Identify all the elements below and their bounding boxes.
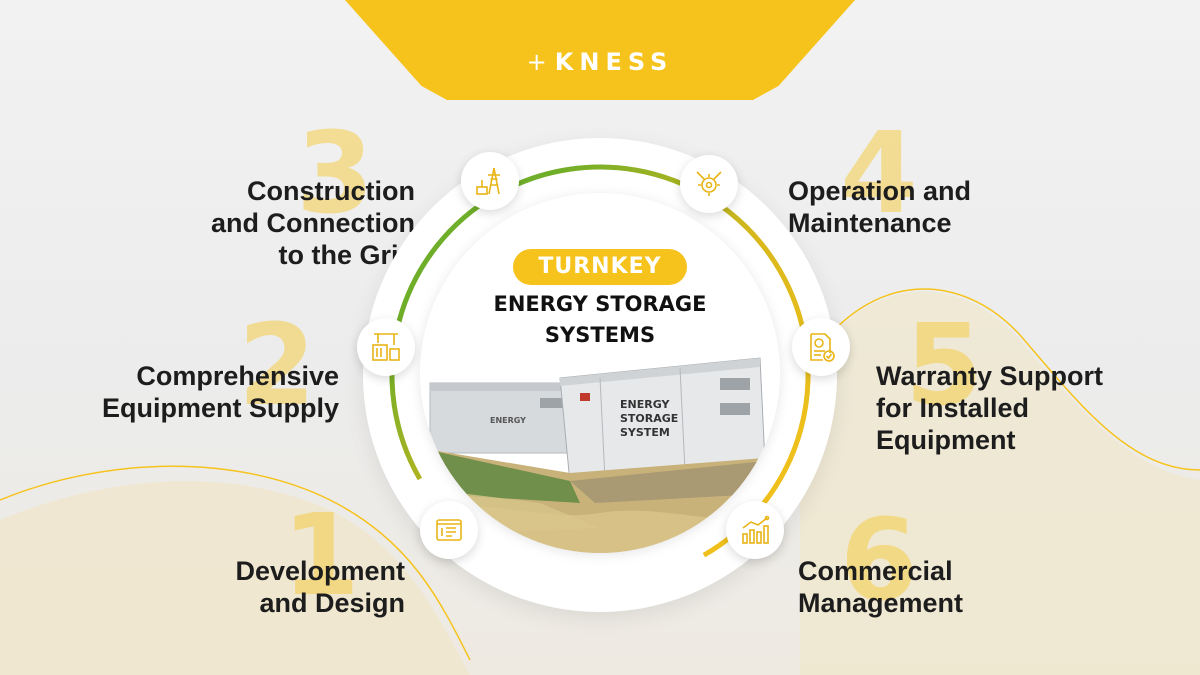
node-construction [461, 152, 519, 210]
turnkey-badge: TURNKEY [513, 249, 687, 285]
step-label-development: Development and Design [235, 555, 405, 619]
node-warranty [792, 318, 850, 376]
logo-cross-icon: + [526, 48, 553, 76]
step-label-line: Equipment [876, 425, 1016, 455]
step-label-operation: Operation and Maintenance [788, 175, 971, 239]
step-number-4: 4 [840, 109, 918, 239]
step-label-line: Operation and [788, 176, 972, 206]
node-development [420, 501, 478, 559]
growth-chart-icon [742, 515, 770, 544]
wrench-gear-icon [696, 171, 722, 196]
node-equipment-supply [357, 318, 415, 376]
power-tower-icon [476, 167, 500, 195]
center-title: ENERGY STORAGE SYSTEMS [450, 289, 750, 351]
blueprint-icon [436, 519, 462, 541]
step-label-line: for Installed [876, 393, 1030, 423]
step-label-equipment-supply: Comprehensive Equipment Supply [102, 360, 339, 424]
step-label-line: Development [235, 556, 405, 586]
step-label-line: Commercial [798, 556, 953, 586]
step-label-line: Comprehensive [136, 361, 339, 391]
center-title-line: ENERGY STORAGE [493, 292, 707, 316]
back-container-label: ENERGY [490, 416, 526, 425]
step-label-line: Construction [247, 176, 415, 206]
container-label-line2: STORAGE [620, 412, 678, 425]
step-label-commercial: Commercial Management [798, 555, 963, 619]
step-number-3: 3 [296, 109, 374, 239]
center-title-line: SYSTEMS [544, 323, 656, 347]
top-banner [345, 0, 855, 100]
step-label-line: and Connection [211, 208, 415, 238]
step-number-1: 1 [282, 491, 360, 621]
brand-logo: +KNESS [0, 48, 1200, 76]
certificate-icon [810, 333, 835, 362]
container-label-line3: SYSTEM [620, 426, 670, 439]
step-number-5: 5 [905, 301, 983, 431]
energy-storage-containers-photo: ENERGY ENERGY STORAGE SYSTEM [420, 353, 780, 553]
container-label-line1: ENERGY [620, 398, 670, 411]
logo-text: KNESS [554, 48, 674, 76]
step-number-2: 2 [238, 301, 316, 431]
container-crane-icon [372, 333, 400, 361]
step-label-line: Equipment Supply [101, 393, 339, 423]
step-label-line: and Design [259, 588, 405, 618]
step-label-line: Management [798, 588, 964, 618]
step-number-6: 6 [840, 496, 918, 626]
step-label-warranty: Warranty Support for Installed Equipment [876, 360, 1103, 456]
node-operation [680, 155, 738, 213]
node-commercial [726, 501, 784, 559]
step-label-line: Warranty Support [876, 361, 1104, 391]
center-circle: TURNKEY ENERGY STORAGE SYSTEMS ENERGY EN… [420, 193, 780, 553]
step-label-line: Maintenance [788, 208, 952, 238]
